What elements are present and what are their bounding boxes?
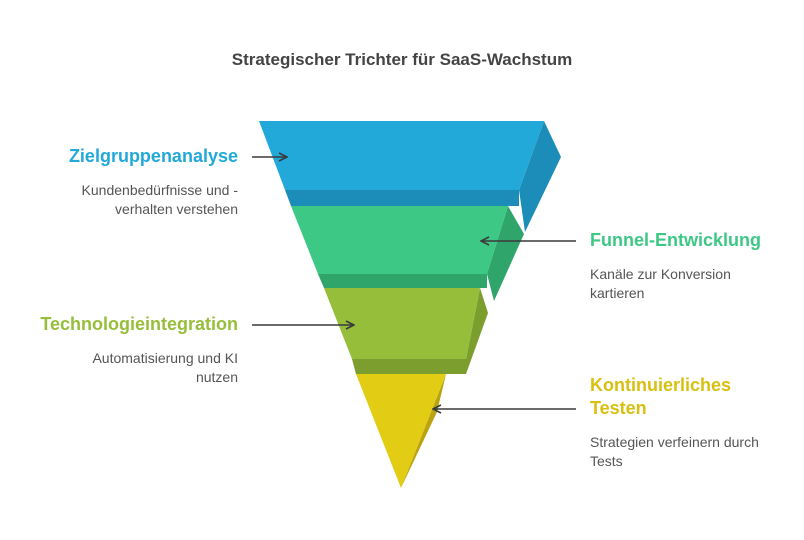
stage-3-description: Automatisierung und KI nutzen — [92, 350, 238, 385]
stage-2-description: Kanäle zur Konversion kartieren — [590, 266, 731, 301]
stage-1-label: Zielgruppenanalyse — [68, 146, 238, 166]
funnel-stage-1 — [259, 121, 561, 232]
stage-4-label: Kontinuierliches Testen — [590, 375, 732, 418]
funnel-stage-3 — [324, 288, 488, 374]
funnel-stage-2 — [291, 206, 524, 301]
diagram-title: Strategischer Trichter für SaaS-Wachstum — [231, 50, 573, 69]
stage-2-label: Funnel-Entwicklung — [590, 230, 761, 250]
stage-3-label: Technologieintegration — [40, 314, 238, 334]
funnel-stage-4 — [356, 374, 446, 488]
stage-4-description: Strategien verfeinern durch Tests — [590, 434, 759, 469]
stage-1-description: Kundenbedürfnisse und - verhalten verste… — [81, 182, 238, 217]
